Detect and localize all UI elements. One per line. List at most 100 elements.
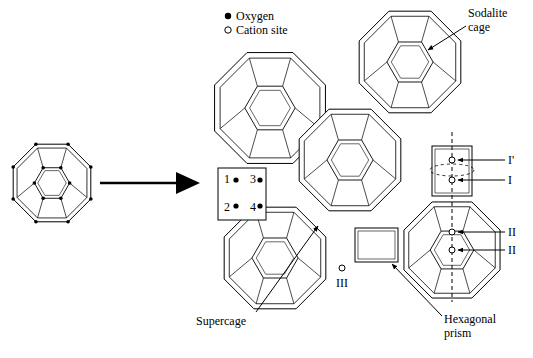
cage-edge: [256, 278, 263, 304]
cage-edge: [434, 269, 441, 293]
atom-ball: [89, 197, 93, 201]
hexagonal-face: [256, 242, 293, 274]
cage-edge: [433, 62, 456, 81]
cage-edge: [463, 269, 470, 293]
hexagonal-face: [245, 86, 295, 130]
cage-edge: [61, 148, 67, 168]
cage-outline: [13, 144, 91, 222]
callout-label: Hexagonal prism: [444, 312, 516, 340]
atom-ball: [34, 220, 38, 224]
cage-edge: [364, 16, 455, 107]
site-label: I': [508, 153, 514, 167]
atom-ball: [68, 181, 72, 185]
hexagonal-prism: [355, 228, 398, 262]
oxygen-number: 3: [250, 172, 256, 186]
atom-ball: [11, 197, 15, 201]
atom-ball: [89, 165, 93, 169]
sodalite-cage: [224, 207, 326, 309]
atom-ball: [33, 181, 37, 185]
site-pointer: [458, 232, 505, 233]
cage-edge: [70, 183, 87, 197]
cation-site: [449, 177, 455, 183]
legend-text: Oxygen: [236, 9, 274, 23]
oxygen-atom: [233, 177, 238, 182]
cage-edge: [409, 250, 430, 268]
cage-edge: [474, 250, 495, 268]
cage-edge: [283, 130, 291, 158]
cage-edge: [304, 160, 327, 179]
cage-edge: [391, 16, 398, 42]
cation-site: [449, 157, 455, 163]
oxygen-number: 4: [250, 200, 256, 214]
callout-label: Sodalite cage: [468, 6, 524, 34]
cage-edge: [373, 160, 396, 179]
cage-edge: [249, 58, 257, 86]
cage-edge: [17, 148, 87, 218]
atom-ball: [66, 220, 70, 224]
cage-edge: [229, 212, 320, 303]
oxygen-number: 1: [224, 172, 230, 186]
site-pointer: [458, 180, 505, 181]
atom-ball: [34, 142, 38, 146]
atom-ball: [59, 196, 63, 200]
cage-edge: [38, 148, 44, 168]
legend-text: Cation site: [236, 23, 288, 37]
cage-edge: [17, 183, 34, 197]
sodalite-cage: [11, 142, 92, 223]
atom-ball: [41, 196, 45, 200]
cage-edge: [304, 114, 395, 205]
hexagonal-face: [252, 238, 298, 278]
cage-outline: [359, 11, 461, 113]
leader-line: [428, 26, 466, 50]
atom-ball: [66, 142, 70, 146]
hexagonal-face: [391, 46, 428, 78]
hexagonal-face: [250, 90, 291, 125]
oxygen-atom: [233, 203, 238, 208]
cage-edge: [298, 258, 321, 277]
cage-edge: [364, 62, 387, 81]
cage-edge: [331, 180, 338, 206]
hexagonal-face: [387, 42, 433, 82]
site-label: II: [508, 243, 516, 257]
cage-edge: [362, 180, 369, 206]
callout-label: Supercage: [196, 314, 246, 328]
ring-ellipse: [430, 164, 474, 176]
cage-edge: [463, 207, 470, 231]
oxygen-number: 2: [224, 200, 230, 214]
oxygen-atom: [257, 177, 262, 182]
hexagonal-face: [327, 140, 373, 180]
cage-edge: [229, 258, 252, 277]
atom-ball: [41, 166, 45, 170]
cage-edge: [422, 16, 429, 42]
cage-edge: [391, 82, 398, 108]
cage-edge: [220, 108, 245, 129]
sodalite-cage: [359, 11, 461, 113]
four-ring: [218, 168, 266, 220]
oxygen-atom: [257, 203, 262, 208]
hexagonal-face: [38, 171, 67, 196]
cage-edge: [362, 114, 369, 140]
cage-edge: [287, 212, 294, 238]
leader-line: [392, 264, 442, 316]
site-pointer: [458, 160, 505, 161]
site-label: III: [336, 276, 348, 290]
cage-edge: [331, 114, 338, 140]
cage-edge: [249, 130, 257, 158]
site-label: I: [508, 173, 512, 187]
atom-ball: [59, 166, 63, 170]
site-pointer: [458, 250, 505, 251]
cage-outline: [224, 207, 326, 309]
atom-ball: [11, 165, 15, 169]
cage-outline: [299, 109, 401, 211]
leader-line: [256, 226, 318, 312]
cation-site: [449, 247, 455, 253]
cage-edge: [422, 82, 429, 108]
cation-site: [339, 265, 345, 271]
legend-entry: Oxygen: [236, 9, 274, 23]
site-label: II: [508, 225, 516, 239]
cation-site: [449, 229, 455, 235]
legend-entry: Cation site: [236, 23, 288, 37]
cation-swatch: [225, 27, 231, 33]
